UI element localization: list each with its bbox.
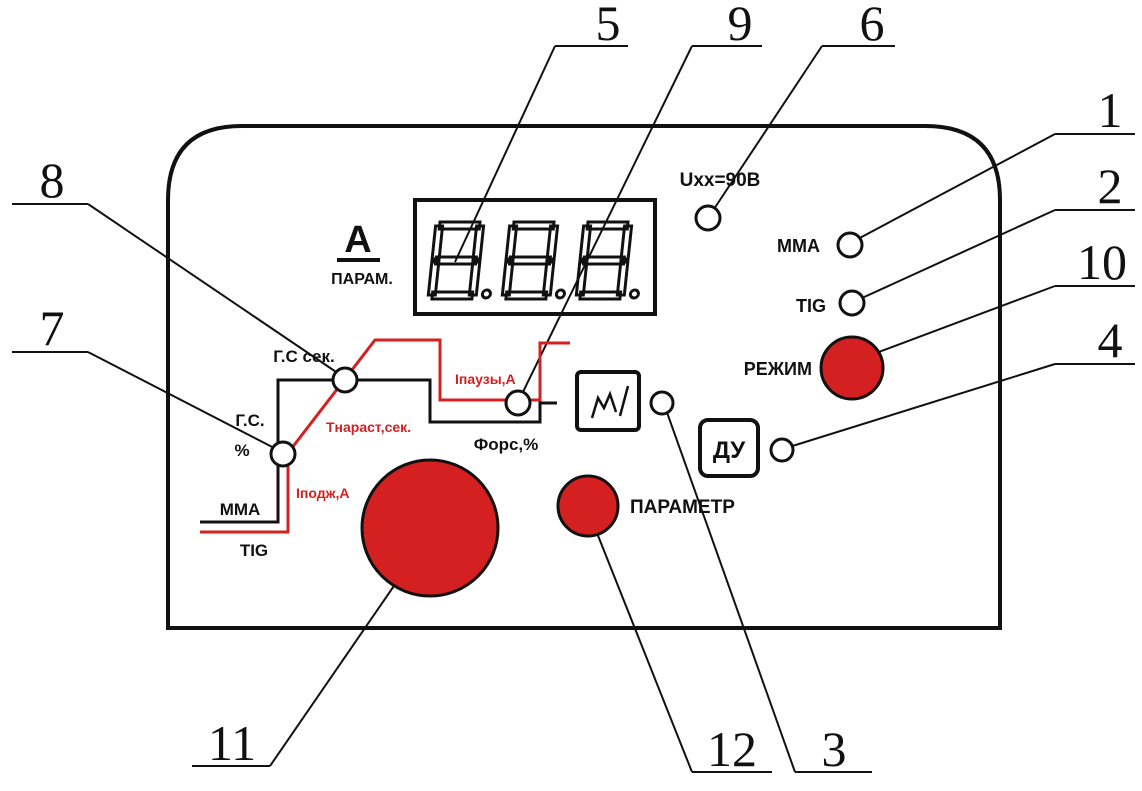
display-digit-2: [500, 220, 566, 301]
arc-force-node: [504, 389, 532, 417]
callout-4: 4: [1098, 312, 1123, 368]
mode-button[interactable]: [819, 335, 885, 401]
parameter-button[interactable]: [556, 474, 620, 538]
tig-mode-led: [838, 289, 866, 317]
graph-mma-label: MMA: [220, 500, 261, 519]
leader-5: [454, 45, 628, 263]
leader-6: [711, 45, 895, 213]
hot-start-time-node: [331, 366, 359, 394]
tig-mode-label: TIG: [796, 296, 826, 316]
display-unit-label: A: [344, 219, 371, 261]
leader-2: [861, 209, 1135, 299]
callout-3: 3: [822, 721, 847, 777]
leader-12: [594, 527, 772, 773]
remote-control-label: ДУ: [713, 437, 746, 464]
remote-control-button[interactable]: [698, 418, 760, 478]
hot-start-time-label: Г.С сек.: [273, 347, 334, 366]
graph-tig-label: TIG: [240, 541, 268, 560]
leader-11: [192, 579, 399, 767]
callout-9: 9: [728, 0, 753, 51]
voltage-label: Uxx=90B: [680, 170, 761, 191]
display-digit-3: [574, 220, 640, 301]
display-digit-1: [426, 220, 492, 301]
leader-4: [785, 363, 1135, 449]
voltage-led: [694, 204, 722, 232]
callout-1: 1: [1098, 82, 1123, 138]
panel-outline: [166, 124, 1002, 630]
mma-mode-label: MMA: [777, 236, 820, 256]
leader-7: [12, 351, 283, 453]
mma-cycle-line: [200, 378, 557, 524]
callout-6: 6: [860, 0, 885, 51]
hot-start-percent-label: %: [234, 441, 249, 460]
leader-10: [867, 285, 1135, 357]
welding-mode-led: [649, 390, 675, 416]
display-param-label: ПАРАМ.: [331, 271, 393, 288]
callout-8: 8: [40, 152, 65, 208]
mode-button-label: РЕЖИМ: [744, 359, 812, 379]
parameter-button-label: ПАРАМЕТР: [630, 497, 735, 518]
callout-11: 11: [208, 715, 256, 771]
callout-5: 5: [596, 0, 621, 51]
remote-control-led: [769, 437, 795, 463]
leader-1: [855, 133, 1135, 241]
leader-3: [663, 403, 872, 773]
seven-segment-display: [413, 198, 657, 316]
pause-current-label: Iпаузы,А: [455, 371, 516, 387]
hot-start-percent-node: [269, 440, 297, 468]
callout-10: 10: [1077, 234, 1127, 290]
callout-12: 12: [707, 721, 757, 777]
callout-leaders: [12, 45, 1135, 773]
callout-7: 7: [40, 300, 65, 356]
arc-force-label: Форс,%: [474, 435, 539, 454]
ramp-time-label: Тнараст,сек.: [326, 419, 411, 435]
encoder-knob[interactable]: [360, 458, 500, 598]
leader-8: [12, 203, 346, 379]
leader-9: [519, 45, 762, 399]
welding-arc-icon: [590, 385, 630, 419]
callout-2: 2: [1098, 158, 1123, 214]
mma-mode-led: [836, 231, 864, 259]
hot-start-label: Г.С.: [235, 411, 264, 430]
ignition-current-label: Iподж,А: [296, 485, 350, 501]
tig-cycle-line: [200, 338, 570, 534]
